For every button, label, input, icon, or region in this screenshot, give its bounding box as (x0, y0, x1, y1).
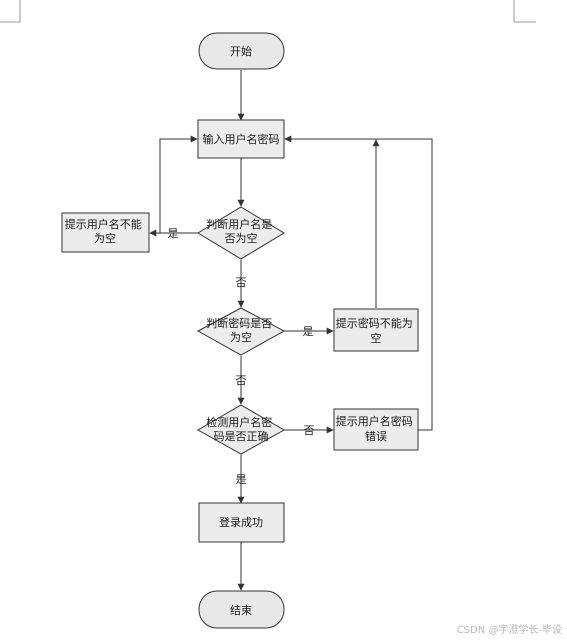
label-user-empty-no: 否 (236, 276, 247, 289)
node-end-text: 结束 (230, 604, 252, 617)
page-corner-top-right (513, 0, 536, 23)
node-start: 开始 (198, 32, 285, 70)
node-check-user: 判断用户名是 否为空 (197, 206, 285, 260)
node-verify-line-1: 检测用户名密 (206, 415, 272, 429)
node-tip-pwd-empty-line-2: 空 (371, 331, 382, 345)
node-verify: 检测用户名密 码是否正确 (196, 404, 286, 455)
node-tip-user-empty-line-2: 为空 (94, 231, 116, 245)
node-check-pwd-text: 判断密码是否 为空 (206, 316, 276, 344)
process-shape (333, 308, 419, 352)
node-verify-text: 检测用户名密 码是否正确 (206, 415, 276, 443)
watermark-text: CSDN @宇澄学长-毕设 (457, 623, 562, 636)
process-shape (61, 212, 150, 253)
terminal-shape (198, 32, 285, 70)
terminal-shape (198, 590, 285, 629)
label-user-empty-yes: 是 (168, 227, 179, 240)
node-tip-wrong-line-2: 错误 (365, 429, 387, 443)
node-input-line-1: 输入用户名密码 (203, 132, 280, 146)
node-tip-pwd-empty: 提示密码不能为 空 (333, 308, 419, 352)
node-check-user-line-2: 否为空 (225, 231, 258, 245)
node-success: 登录成功 (198, 502, 285, 543)
node-end: 结束 (198, 590, 285, 629)
label-verify-no: 否 (304, 424, 315, 437)
decision-shape (196, 404, 286, 455)
node-tip-wrong-text: 提示用户名密码 错误 (336, 414, 417, 443)
node-tip-user-empty: 提示用户名不能 为空 (61, 212, 150, 253)
label-pwd-empty-yes: 是 (303, 325, 314, 338)
node-start-text: 开始 (230, 44, 252, 58)
node-start-line-1: 开始 (230, 44, 252, 58)
node-check-pwd: 判断密码是否 为空 (196, 307, 286, 356)
page-corner-top-left (0, 0, 21, 23)
process-shape (198, 502, 285, 543)
edge-labels: 是 否 是 否 否 是 (168, 227, 315, 486)
decision-shape (197, 206, 285, 260)
node-check-user-line-1: 判断用户名是 (206, 217, 272, 231)
node-tip-wrong-line-1: 提示用户名密码 (336, 414, 413, 428)
edge-tip-user-back-to-input (150, 135, 198, 234)
node-tip-wrong: 提示用户名密码 错误 (333, 408, 419, 451)
node-check-pwd-line-2: 为空 (230, 330, 252, 344)
node-check-pwd-line-1: 判断密码是否 (206, 316, 272, 330)
node-verify-line-2: 码是否正确 (214, 430, 269, 443)
page-corner-marks (0, 0, 536, 23)
node-success-line-1: 登录成功 (219, 515, 263, 529)
node-tip-pwd-empty-text: 提示密码不能为 空 (336, 316, 417, 345)
node-end-line-1: 结束 (230, 604, 252, 617)
connectors (149, 70, 433, 591)
node-tip-user-empty-text: 提示用户名不能 为空 (65, 217, 146, 245)
decision-shape (196, 307, 286, 356)
node-input-text: 输入用户名密码 (203, 132, 280, 146)
node-tip-pwd-empty-line-1: 提示密码不能为 (336, 316, 413, 330)
process-shape (333, 408, 419, 451)
node-input: 输入用户名密码 (197, 119, 285, 159)
edge-tip-wrong-back-to-input (284, 135, 433, 431)
label-pwd-empty-no: 否 (236, 374, 247, 387)
node-success-text: 登录成功 (219, 515, 263, 529)
label-verify-yes: 是 (236, 473, 247, 486)
process-shape (197, 119, 285, 159)
node-check-user-text: 判断用户名是 否为空 (206, 217, 276, 245)
node-tip-user-empty-line-1: 提示用户名不能 (65, 217, 142, 231)
